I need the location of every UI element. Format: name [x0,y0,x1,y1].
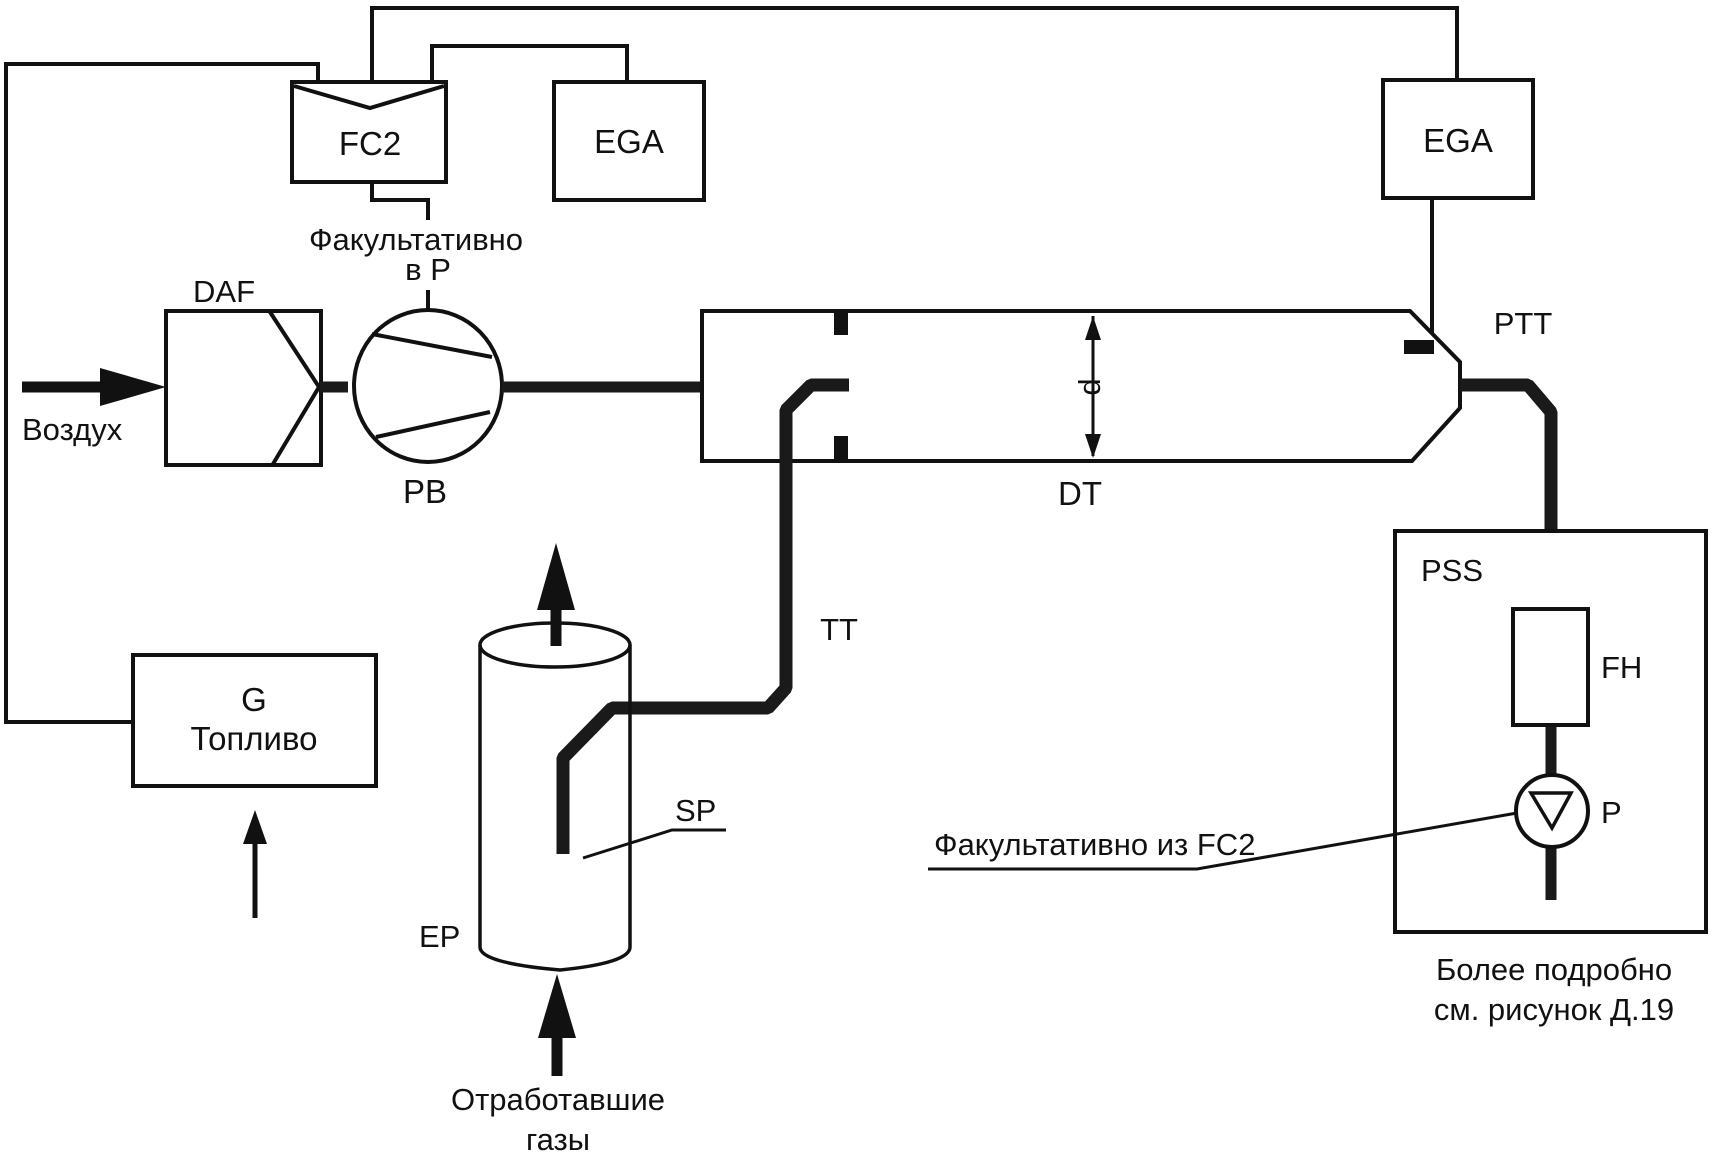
optional-from-fc2-leader-line [928,811,1518,871]
ptt-probe-mark [1404,340,1434,354]
sampling-probe-sp-pipe [556,703,617,854]
exhaust-gas-analyzer-right[interactable]: EGA [1381,78,1535,200]
dilution-air-filter-daf[interactable] [164,309,323,467]
exhaust-label-line2: газы [526,1122,590,1157]
dt-label: DT [1058,475,1102,512]
exhaust-exit-arrow-icon [537,543,575,646]
fh-label: FH [1601,650,1642,685]
dilution-tunnel-dt[interactable] [700,309,1462,463]
tt-label: TT [820,612,858,647]
fuel-inlet-arrow-icon [243,810,267,918]
optional-from-fc2-label: Факультативно из FC2 [934,827,1255,862]
exhaust-label-line1: Отработавшие [451,1082,665,1117]
signal-line-fc2-to-right-ega [370,6,1459,108]
air-inlet-arrow-icon [22,368,166,406]
filter-holder-fh[interactable] [1511,607,1590,727]
ep-label: EP [419,919,460,954]
fuel-flow-g[interactable]: G Топливо [131,653,378,788]
signal-line-fc2-to-g [4,62,320,724]
exhaust-pipe-ep[interactable] [478,621,632,972]
pss-label: PSS [1421,553,1483,588]
pump-blower-pb[interactable] [352,308,504,464]
signal-line-fc2-to-left-ega [430,44,629,108]
ega-left-label: EGA [594,123,664,160]
fc2-label: FC2 [339,125,401,162]
see-more-label-line1: Более подробно [1436,952,1672,987]
exhaust-inlet-arrow-icon [538,974,576,1076]
p-label: P [1601,795,1622,830]
signal-line-fc2-optional-to-p [370,180,430,220]
orifice-mark-bottom [834,436,848,459]
sp-leader-line [582,828,726,860]
optional-to-p-label-line1: Факультативно [309,222,523,257]
orifice-mark-top [834,313,848,335]
air-inlet-label: Воздух [22,412,123,447]
g-label-line2: Топливо [190,720,317,757]
diameter-dimension-arrow [1085,316,1101,458]
daf-label: DAF [193,274,255,309]
sp-label: SP [675,793,716,828]
particulate-transfer-tube-ptt [1460,378,1558,612]
flow-controller-fc2[interactable]: FC2 [290,80,448,184]
diameter-label: d [1072,378,1107,395]
exhaust-gas-analyzer-left[interactable]: EGA [552,80,706,202]
sampling-pump-p[interactable] [1514,773,1590,849]
optional-to-p-label-line2: в P [405,252,451,287]
ega-right-label: EGA [1423,122,1493,159]
g-label-line1: G [241,681,267,718]
see-more-label-line2: см. рисунок Д.19 [1434,992,1674,1027]
ptt-label: PTT [1494,306,1553,341]
pb-label: PB [403,473,447,510]
